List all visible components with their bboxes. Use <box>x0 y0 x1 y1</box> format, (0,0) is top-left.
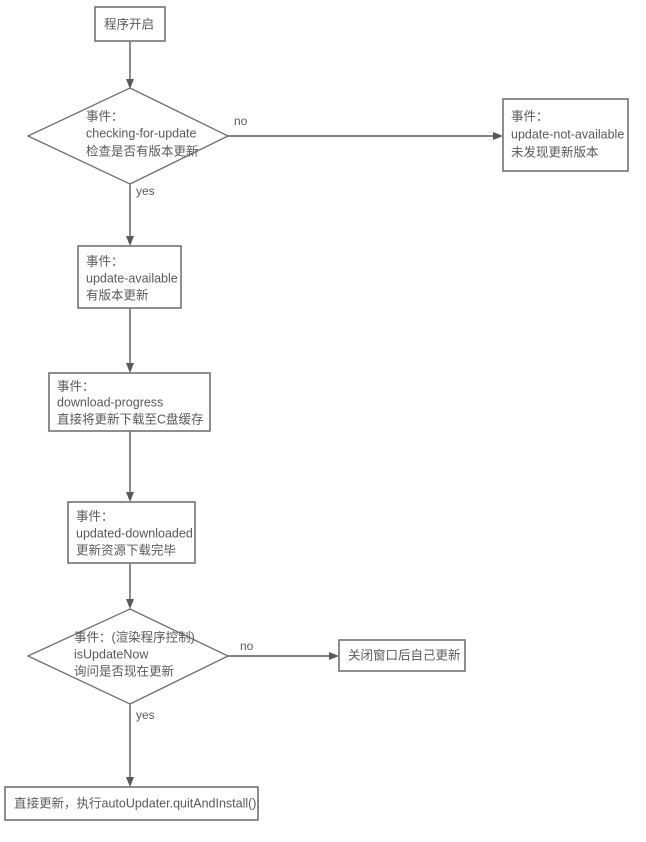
node-download-progress-line-1: 事件： <box>57 379 95 393</box>
node-update-available-line-3: 有版本更新 <box>86 287 149 302</box>
node-update-available-shape <box>77 245 182 309</box>
edge-available-to-progress <box>126 308 134 373</box>
node-start-shape <box>94 6 166 42</box>
node-update-not-available-line-1: 事件： <box>511 109 549 123</box>
node-quit-and-install-shape <box>4 786 259 821</box>
node-checking-for-update[interactable]: 事件： checking-for-update 检查是否有版本更新 <box>26 87 230 185</box>
node-update-not-available-line-3: 未发现更新版本 <box>511 144 599 159</box>
node-quit-and-install-line-1: 直接更新，执行autoUpdater.quitAndInstall(); <box>14 795 260 810</box>
node-updated-downloaded-line-3: 更新资源下载完毕 <box>76 542 176 557</box>
node-start[interactable]: 程序开启 <box>94 6 166 42</box>
node-updated-downloaded-line-2: updated-downloaded <box>76 526 193 540</box>
node-is-update-now-line-2: isUpdateNow <box>74 647 149 661</box>
node-is-update-now-shape <box>26 608 230 705</box>
edge-label-isupdatenow-no: no <box>240 639 254 653</box>
node-is-update-now-line-1: 事件：(渲染程序控制) <box>74 629 195 644</box>
edge-checking-yes: yes <box>126 184 155 246</box>
edge-isupdatenow-yes: yes <box>126 704 155 787</box>
edge-label-checking-no: no <box>234 114 248 128</box>
node-update-available-line-2: update-available <box>86 271 178 285</box>
node-start-line-1: 程序开启 <box>104 16 154 31</box>
node-updated-downloaded[interactable]: 事件： updated-downloaded 更新资源下载完毕 <box>67 501 196 564</box>
node-quit-and-install[interactable]: 直接更新，执行autoUpdater.quitAndInstall(); <box>4 786 260 821</box>
edge-label-isupdatenow-yes: yes <box>136 708 155 722</box>
node-close-window-update-later[interactable]: 关闭窗口后自己更新 <box>338 639 466 672</box>
node-update-available-line-1: 事件： <box>86 254 124 268</box>
node-update-not-available-line-2: update-not-available <box>511 127 624 141</box>
node-download-progress-line-3: 直接将更新下载至C盘缓存 <box>57 411 204 426</box>
node-checking-for-update-line-1: 事件： <box>86 109 124 123</box>
node-checking-for-update-shape <box>26 87 230 185</box>
node-checking-for-update-line-3: 检查是否有版本更新 <box>86 143 199 158</box>
node-is-update-now-line-3: 询问是否现在更新 <box>74 663 174 678</box>
edge-progress-to-downloaded <box>126 431 134 502</box>
edge-downloaded-to-isupdatenow <box>126 563 134 609</box>
node-update-not-available-shape <box>502 98 629 172</box>
edge-label-checking-yes: yes <box>136 184 155 198</box>
node-update-not-available[interactable]: 事件： update-not-available 未发现更新版本 <box>502 98 629 172</box>
node-updated-downloaded-shape <box>67 501 196 564</box>
node-update-available[interactable]: 事件： update-available 有版本更新 <box>77 245 182 309</box>
node-download-progress-shape <box>48 372 211 432</box>
node-download-progress[interactable]: 事件： download-progress 直接将更新下载至C盘缓存 <box>48 372 211 432</box>
node-updated-downloaded-line-1: 事件： <box>76 509 114 523</box>
node-download-progress-line-2: download-progress <box>57 395 163 409</box>
node-close-window-update-later-shape <box>338 639 466 672</box>
edge-checking-no: no <box>228 114 503 140</box>
node-close-window-update-later-line-1: 关闭窗口后自己更新 <box>348 647 461 662</box>
edge-start-to-checking <box>126 41 134 89</box>
node-is-update-now[interactable]: 事件：(渲染程序控制) isUpdateNow 询问是否现在更新 <box>26 608 230 705</box>
node-checking-for-update-line-2: checking-for-update <box>86 126 197 140</box>
edge-isupdatenow-no: no <box>228 639 339 660</box>
